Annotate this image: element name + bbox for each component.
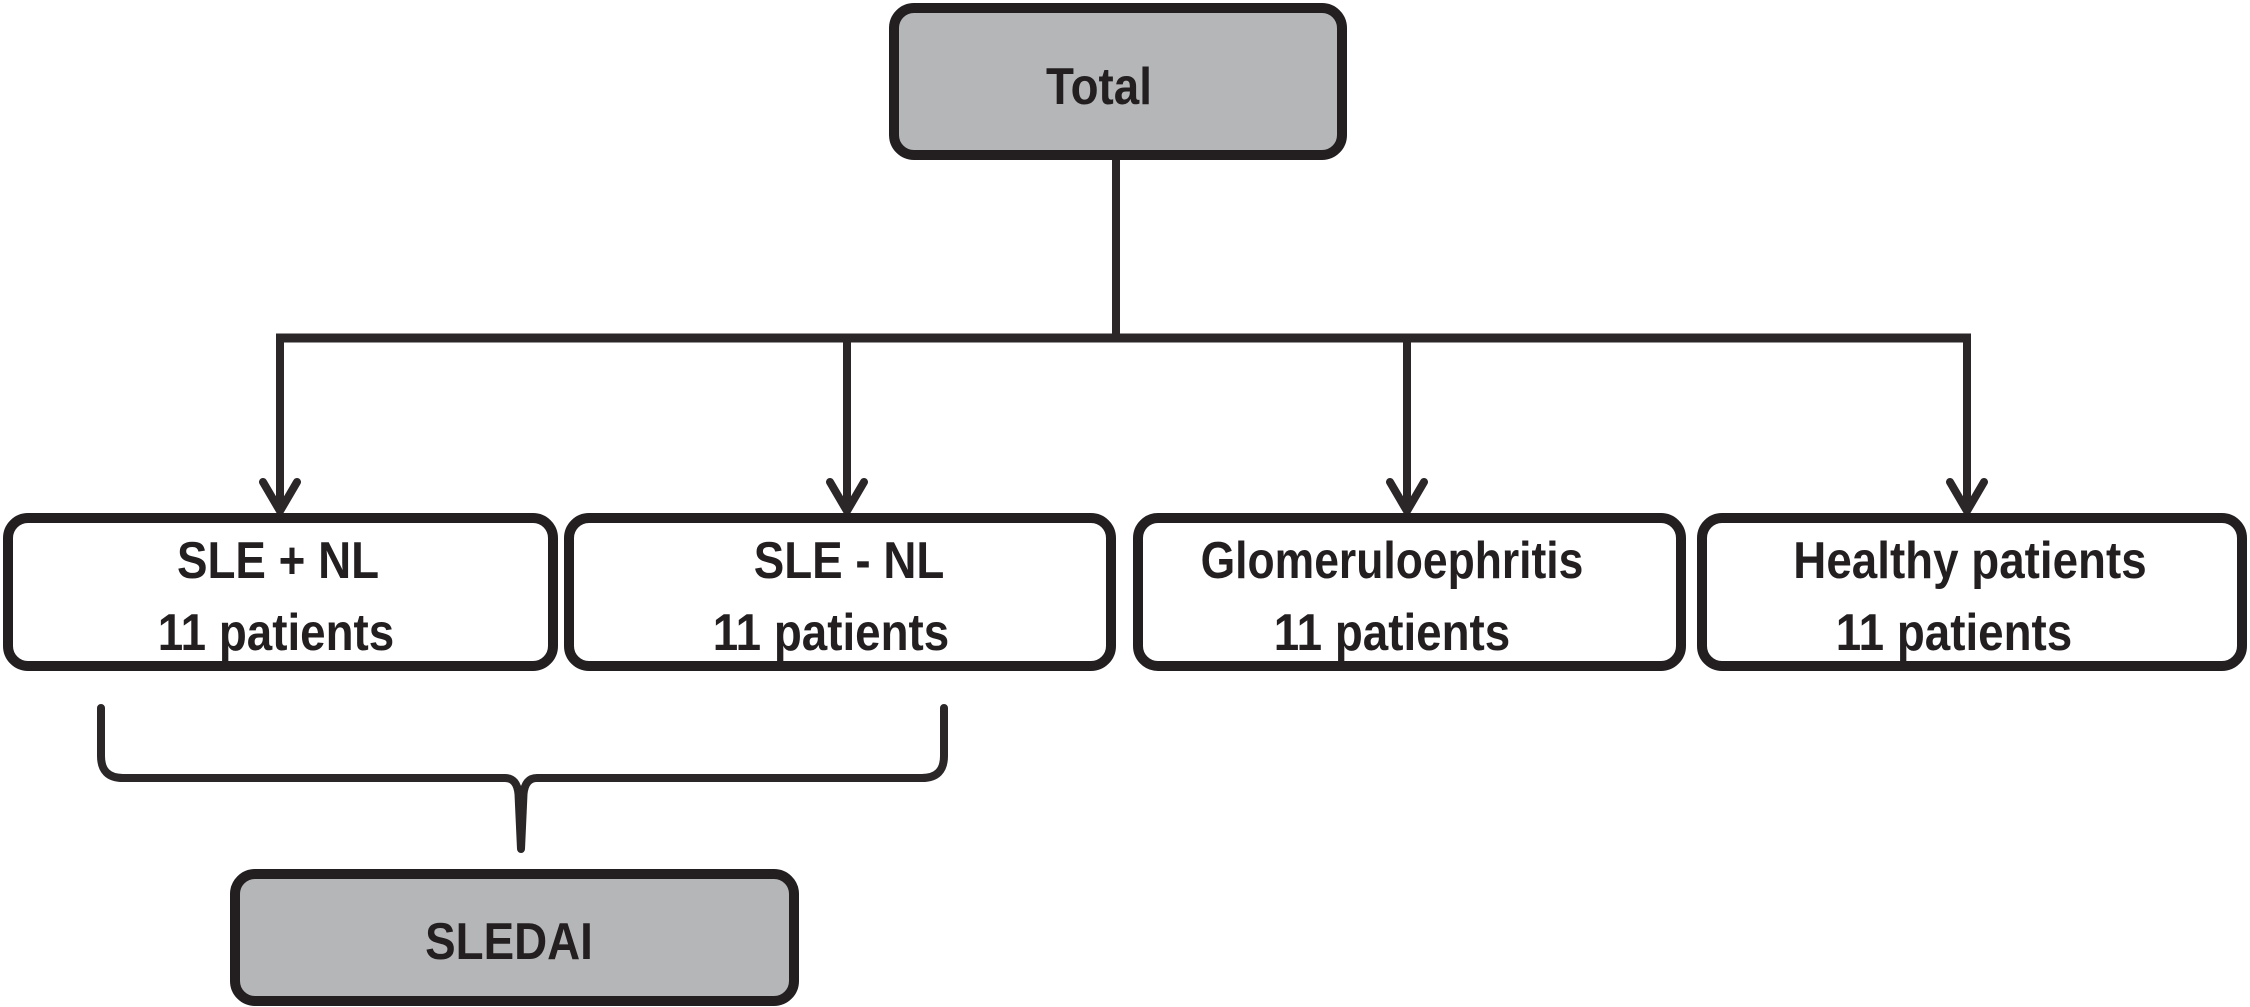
svg-text:11 patients: 11 patients <box>158 604 394 661</box>
svg-text:SLE + NL: SLE + NL <box>177 532 379 589</box>
svg-text:11 patients: 11 patients <box>1836 604 2072 661</box>
svg-text:SLEDAI: SLEDAI <box>425 913 593 970</box>
svg-text:11 patients: 11 patients <box>1274 604 1510 661</box>
svg-text:Total: Total <box>1046 58 1152 115</box>
svg-text:11 patients: 11 patients <box>713 604 949 661</box>
svg-text:Healthy patients: Healthy patients <box>1793 532 2146 589</box>
svg-text:SLE - NL: SLE - NL <box>754 532 945 589</box>
svg-text:Glomeruloephritis: Glomeruloephritis <box>1201 532 1584 590</box>
